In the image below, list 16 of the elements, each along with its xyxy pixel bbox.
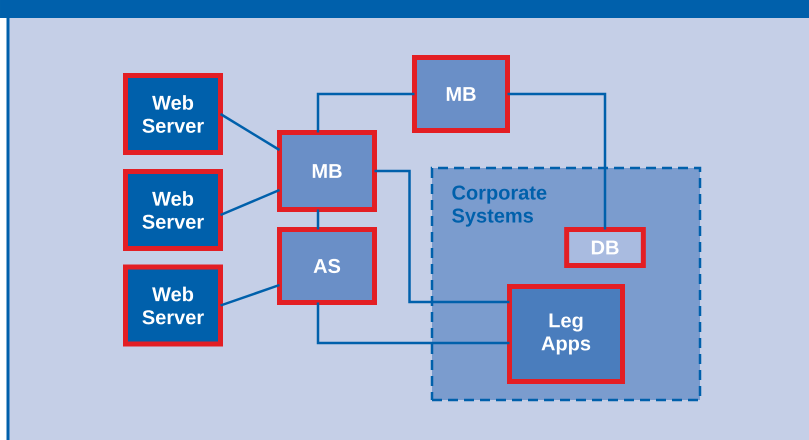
server-box: Web Server xyxy=(123,73,223,155)
connector-line xyxy=(220,284,280,307)
connector-line xyxy=(374,170,510,304)
connector-line xyxy=(220,112,280,152)
connector-line xyxy=(316,92,414,132)
database-box: DB xyxy=(564,227,646,268)
application-box: Leg Apps xyxy=(507,284,625,384)
process-box: MB xyxy=(277,130,377,212)
server-box: Web Server xyxy=(123,264,223,346)
connector-line xyxy=(220,188,280,216)
process-box: MB xyxy=(412,55,510,133)
server-box: Web Server xyxy=(123,169,223,251)
connector-line xyxy=(508,92,606,230)
connector-line xyxy=(316,302,510,344)
process-box: AS xyxy=(277,227,377,305)
connector-line xyxy=(316,210,320,230)
